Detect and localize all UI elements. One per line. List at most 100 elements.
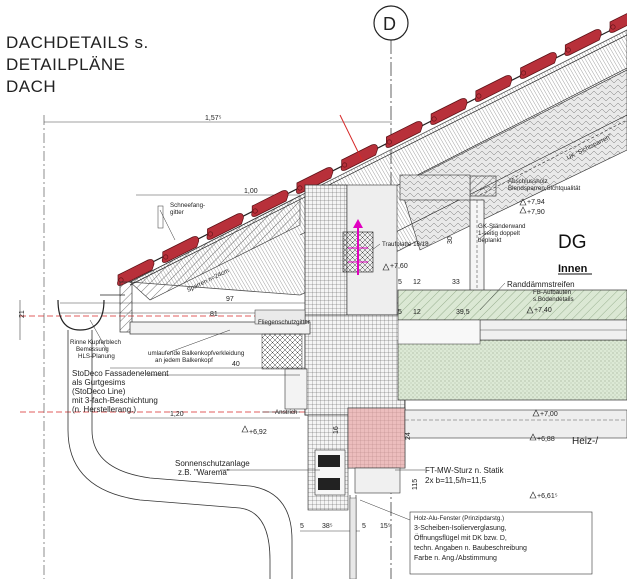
roof-tile-nose <box>610 24 616 30</box>
svg-text:+7,90: +7,90 <box>527 209 545 216</box>
dim-30: 30 <box>447 236 454 244</box>
label-abschluss-1: Abschlussholz <box>508 178 548 185</box>
svg-text:+7,60: +7,60 <box>390 263 408 270</box>
room-sub: Innen <box>558 263 588 275</box>
dim-12b: 12 <box>413 309 421 316</box>
roof-tile <box>564 29 602 56</box>
level-661: +6,61⁵ <box>529 491 558 500</box>
label-traufplatte: Traufplatte 16/18 <box>382 241 429 248</box>
label-stodeco-4: mit 3-fach-Beschichtung <box>72 396 158 405</box>
roof-tile <box>385 121 423 148</box>
leader-lines <box>89 185 506 521</box>
dim-5c: 5 <box>300 523 304 530</box>
roof-tile <box>206 213 244 240</box>
label-fenster-2: 3-Scheiben-Isolierverglasung, <box>414 525 507 532</box>
label-schneefang-2: gitter <box>170 209 184 216</box>
dim-97: 97 <box>226 296 234 303</box>
axis-d-label: D <box>383 14 396 34</box>
label-sonnenschutz-2: z.B. "Warema" <box>178 468 230 477</box>
level-700: +7,00 <box>532 409 558 418</box>
dim-5d: 5 <box>362 523 366 530</box>
roof-tile-nose <box>431 116 437 122</box>
eaves-insulation <box>399 174 471 201</box>
ceiling-slab <box>397 289 627 401</box>
roof-tile-nose <box>118 277 124 283</box>
label-schneefang-1: Schneefang- <box>170 202 205 209</box>
label-ftsturz-1: FT-MW-Sturz n. Statik <box>425 466 505 475</box>
roof-tile <box>117 259 155 286</box>
labels: Schneefang- gitter Abschlussholz Blendsp… <box>70 178 598 575</box>
dim-120: 1,20 <box>170 411 184 418</box>
masonry-wall <box>304 184 406 511</box>
label-rinne-3: HLS-Planung <box>78 353 115 360</box>
svg-text:+7,00: +7,00 <box>540 411 558 418</box>
label-fliegenschutz: Fliegenschutzgitter <box>258 319 310 326</box>
label-sonnenschutz-1: Sonnenschutzanlage <box>175 459 250 468</box>
level-790: +7,90 <box>519 206 545 216</box>
dim-40: 40 <box>232 361 240 368</box>
traufplatte <box>342 219 374 275</box>
level-740: +7,40 <box>526 306 552 314</box>
label-anstrich: Anstrich <box>275 409 298 416</box>
label-ftsturz-2: 2x b=11,5/h=11,5 <box>425 476 487 485</box>
dim-100: 1,00 <box>244 188 258 195</box>
dim-155: 15⁵ <box>380 523 391 530</box>
label-stodeco-5: (n. Herstellerang.) <box>72 405 136 414</box>
downpipe <box>67 330 293 579</box>
interior-wall <box>404 409 627 439</box>
roof-tile-nose <box>342 162 348 168</box>
gutter-rinne <box>57 294 125 331</box>
dim-5a: 5 <box>398 279 402 286</box>
label-fenster-1: Holz-Alu-Fenster (Prinzipdarstg.) <box>414 515 504 522</box>
title-line-3: DACH <box>6 77 56 96</box>
label-rinne-2: Bemessung <box>76 346 109 353</box>
fenster-note-box <box>409 511 593 575</box>
dim-395: 39,5 <box>456 309 470 316</box>
svg-text:+7,40: +7,40 <box>534 307 552 314</box>
abschlussholz-block <box>469 175 497 197</box>
schneefang-icon <box>157 205 164 229</box>
label-gk-1: GK-Ständerwand <box>478 223 526 230</box>
level-markers: +7,94 +7,90 +7,60 +7,40 +7,00 +6,88 +6,9… <box>241 198 558 500</box>
label-abschluss-2: Blendsparren,Sichtqualität <box>508 185 581 192</box>
svg-text:+7,94: +7,94 <box>527 199 545 206</box>
dim-385: 38⁵ <box>322 523 333 530</box>
roof-tile-nose <box>297 185 303 191</box>
label-stodeco-1: StoDeco Fassadenelement <box>72 369 169 378</box>
level-688: +6,88 <box>529 433 555 443</box>
roof-tile-nose <box>207 231 213 237</box>
label-rinne-1: Rinne Kupferblech <box>70 339 121 346</box>
svg-text:+6,92: +6,92 <box>249 429 267 436</box>
roof-tile-nose <box>521 70 527 76</box>
roof-tile-nose <box>386 139 392 145</box>
room-name: DG <box>558 232 587 253</box>
roof-tile-nose <box>163 254 169 260</box>
dimension-texts: 1,57⁵ 1,00 97 81 40 1,20 30 12 12 5 5 33… <box>19 115 470 530</box>
label-stodeco-2: als Gurtgesims <box>72 378 125 387</box>
label-gk-3: beplankt <box>478 237 502 244</box>
label-randdaemm: Randdämmstreifen <box>507 280 575 289</box>
dim-16: 16 <box>333 426 340 434</box>
label-balkenkopf-2: an jedem Balkenkopf <box>155 357 213 364</box>
roof-tiles <box>117 13 627 286</box>
level-760: +7,60 <box>382 263 408 271</box>
roof-tile-nose <box>565 47 571 53</box>
gk-stud-wall <box>469 199 485 301</box>
roof-buildup <box>124 21 627 301</box>
eaves-soffit <box>119 281 311 410</box>
roof-tile <box>474 75 513 102</box>
dim-33: 33 <box>452 279 460 286</box>
level-692: +6,92 <box>241 425 267 436</box>
roof-tile-nose <box>476 93 482 99</box>
label-fenster-3: Öffnungsflügel mit DK bzw. D, <box>414 534 507 542</box>
label-balkenkopf-1: umlaufende Balkenkopfverkleidung <box>148 350 245 357</box>
roof-tile <box>519 52 557 79</box>
level-794: +7,94 <box>519 198 545 206</box>
dim-5b: 5 <box>398 309 402 316</box>
dim-21: 21 <box>19 310 26 318</box>
label-stodeco-3: (StoDeco Line) <box>72 387 126 396</box>
dim-157: 1,57⁵ <box>205 115 222 122</box>
label-fenster-5: Farbe n. Ang./Abstimmung <box>414 555 497 562</box>
dim-115: 115 <box>412 479 419 490</box>
roof-tile-nose <box>252 208 258 214</box>
